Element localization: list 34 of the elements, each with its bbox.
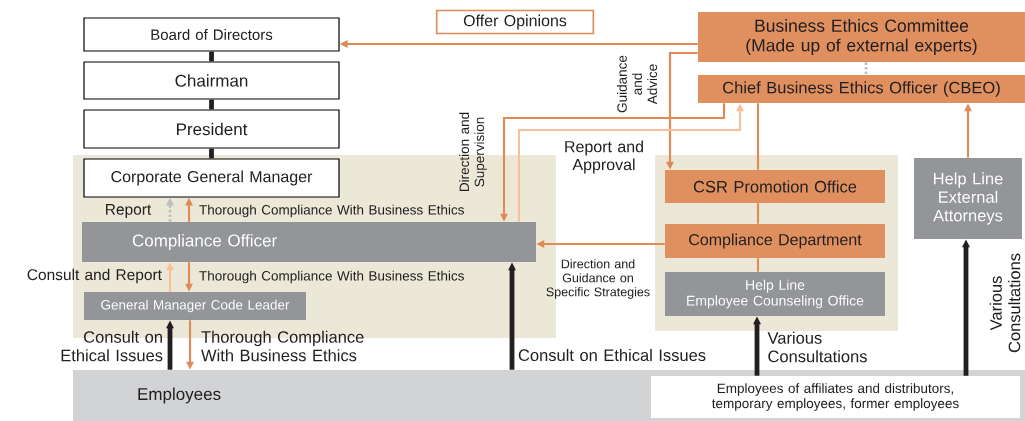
officer-box: Chief Business Ethics Officer (CBEO) xyxy=(698,75,1025,103)
org-box: President xyxy=(83,109,340,149)
attorneys-box: Help Line External Attorneys xyxy=(914,158,1022,239)
org-box: Chairman xyxy=(83,61,340,100)
connector-line xyxy=(209,51,214,62)
employees-box: Employees of affiliates and distributors, temporary employees, former employees xyxy=(651,376,1020,418)
edge-label: Report xyxy=(106,204,152,218)
connector-line xyxy=(756,103,760,170)
edge-label: Various Consultations xyxy=(767,331,867,363)
edge-label: Direction and Guidance on Specific Strategies xyxy=(546,259,650,299)
org-box: Corporate General Manager xyxy=(83,158,340,198)
committee-box: Business Ethics Committee (Made up of external experts) xyxy=(698,12,1025,62)
edge-label: Thorough Compliance With Business Ethics xyxy=(201,330,364,362)
edge-label: Offer Opinions xyxy=(435,9,595,35)
edge-label: Guidance and Advice xyxy=(616,55,658,113)
edge-label: Thorough Compliance With Business Ethics xyxy=(199,270,464,284)
counseling-box: Help Line Employee Counseling Office xyxy=(665,272,885,316)
edge-label: Thorough Compliance With Business Ethics xyxy=(199,204,464,218)
edge-label: Consult and Report xyxy=(27,268,162,284)
org-box: Board of Directors xyxy=(83,17,340,52)
connector-line xyxy=(209,148,214,159)
edge-label: Consult on Ethical Issues xyxy=(518,348,706,362)
leader-box: General Manager Code Leader xyxy=(84,292,306,320)
connector-line xyxy=(756,203,760,224)
officer-box: Compliance Officer xyxy=(82,222,536,262)
edge-label: Direction and Supervision xyxy=(459,112,487,191)
edge-label: Various Consultations xyxy=(989,253,1021,353)
connector-line xyxy=(756,258,760,272)
department-box: Compliance Department xyxy=(665,224,885,258)
office-box: CSR Promotion Office xyxy=(665,170,885,203)
edge-label: Report and Approval xyxy=(565,140,643,174)
connector-line xyxy=(209,99,214,110)
connector-line xyxy=(864,62,868,75)
edge-label: Consult on Ethical Issues xyxy=(61,330,163,362)
